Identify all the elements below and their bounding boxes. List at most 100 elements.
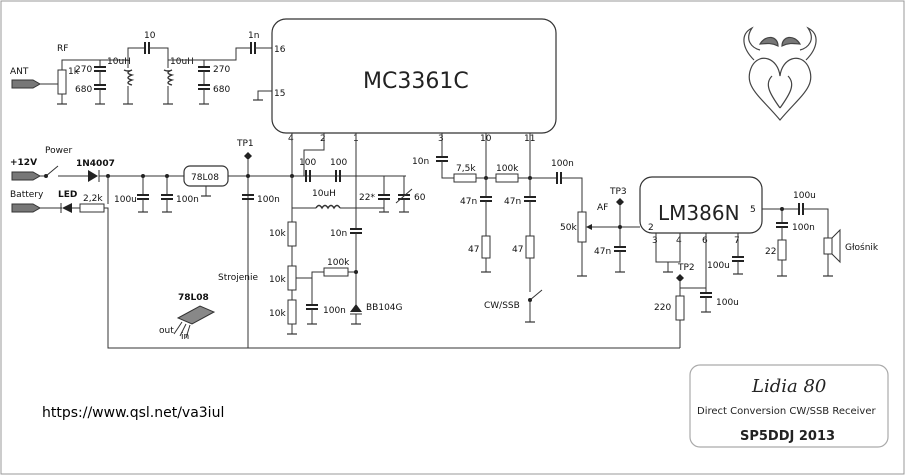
c680a-label: 680 xyxy=(75,85,92,95)
c680b-label: 680 xyxy=(213,85,230,95)
cap-47n-c xyxy=(614,246,626,252)
c10n-b-label: 10n xyxy=(412,157,429,167)
cap-100u-b xyxy=(732,256,744,262)
cap-100u-c xyxy=(700,292,712,298)
c47n-a-label: 47n xyxy=(460,197,477,207)
to92-leads xyxy=(173,321,191,339)
resistor-100k-b xyxy=(495,173,519,183)
trimmer-arrow xyxy=(395,188,413,204)
wire xyxy=(204,47,250,61)
switch-contact xyxy=(528,298,532,302)
r22k-label: 2,2k xyxy=(83,194,103,204)
reg-pin-in: in xyxy=(181,332,189,342)
c100n-b-label: 100n xyxy=(257,195,280,205)
c100u-c-label: 100u xyxy=(716,298,739,308)
junction xyxy=(780,207,784,211)
cap-680b xyxy=(198,84,210,90)
footer-url: https://www.qsl.net/va3iul xyxy=(42,405,224,421)
pin15-wire xyxy=(257,90,272,100)
title-block-name: Lidia 80 xyxy=(751,376,826,397)
switch-contact xyxy=(44,174,48,178)
inductor-10uh-a xyxy=(123,69,135,86)
title-block-author: SP5DDJ 2013 xyxy=(740,429,835,444)
cap-100u-a xyxy=(137,194,149,200)
led-diode xyxy=(62,203,72,213)
pin-4: 4 xyxy=(288,134,294,144)
cap-100n-e xyxy=(776,222,788,228)
wiper-arrow xyxy=(586,224,592,230)
junction xyxy=(618,225,622,229)
cap-100n-c xyxy=(306,304,318,310)
r75k-label: 7,5k xyxy=(456,164,476,174)
resistor-22 xyxy=(777,239,787,261)
resistor-7-5k xyxy=(453,173,477,183)
r47-a-label: 47 xyxy=(468,245,479,255)
amp-pin-5: 5 xyxy=(750,205,756,215)
wire xyxy=(561,177,583,212)
cwssb-switch xyxy=(529,289,543,301)
tp1-marker xyxy=(244,152,252,160)
power-label: Power xyxy=(45,146,73,156)
reg-pkg-label: 78L08 xyxy=(178,293,209,303)
reg-pin-out: out xyxy=(159,326,174,336)
r22-label: 22 xyxy=(765,247,776,257)
amp-pin-7: 7 xyxy=(734,236,740,246)
wire xyxy=(300,271,324,279)
amp-pin-2: 2 xyxy=(648,223,654,233)
tp3-label: TP3 xyxy=(609,187,627,197)
l10b-label: 10uH xyxy=(170,57,194,67)
cwssb-label: CW/SSB xyxy=(484,301,520,311)
tp1-label: TP1 xyxy=(236,139,254,149)
cap-680a xyxy=(94,84,106,90)
tp3-marker xyxy=(616,198,624,206)
rf-pot xyxy=(57,69,67,95)
r220-label: 220 xyxy=(654,303,671,313)
junction xyxy=(246,174,250,178)
resistor-100k-a xyxy=(323,267,349,277)
c270b-label: 270 xyxy=(213,65,230,75)
c100u-b-label: 100u xyxy=(707,261,730,271)
lm386n-label: LM386N xyxy=(658,201,740,225)
amp-pin-4: 4 xyxy=(676,236,682,246)
cap-270b xyxy=(198,66,210,72)
battery-label: Battery xyxy=(10,190,44,200)
r10k-a-label: 10k xyxy=(269,229,286,239)
wire xyxy=(350,313,362,324)
cap-47n-a xyxy=(480,196,492,202)
c100n-a-label: 100n xyxy=(176,195,199,205)
junction xyxy=(165,174,169,178)
c100u-d-label: 100u xyxy=(793,191,816,201)
diode-label: 1N4007 xyxy=(76,159,115,169)
v12-label: +12V xyxy=(10,158,37,168)
c1n-label: 1n xyxy=(248,31,259,41)
c100b-label: 100 xyxy=(330,158,347,168)
r10k-b-label: 10k xyxy=(269,275,286,285)
cap-100u-d xyxy=(798,203,804,215)
cap-100a xyxy=(305,170,311,182)
c10-label: 10 xyxy=(144,31,156,41)
c60-label: 60 xyxy=(414,193,426,203)
c47n-c-label: 47n xyxy=(594,247,611,257)
cap-100n-d xyxy=(556,172,562,184)
cap-10 xyxy=(144,42,150,54)
resistor-220 xyxy=(675,295,685,321)
tp2-marker xyxy=(676,274,684,282)
pin-15: 15 xyxy=(274,89,285,99)
amp-pin-3: 3 xyxy=(652,236,658,246)
pot-10k-b xyxy=(287,265,297,291)
tp2-label: TP2 xyxy=(677,263,695,273)
cap-100b xyxy=(335,170,341,182)
varicap-bb104g xyxy=(350,304,362,312)
resistor-47-a xyxy=(481,235,491,259)
pot-50k-af xyxy=(577,211,587,243)
inductor-10uh-c xyxy=(315,204,341,210)
pin-16: 16 xyxy=(274,45,286,55)
cap-100n-a xyxy=(161,194,173,200)
cap-270a xyxy=(94,66,106,72)
pot-10k-a xyxy=(287,221,297,247)
c100a-label: 100 xyxy=(299,158,316,168)
varicap-label: BB104G xyxy=(366,303,403,313)
resistor-47-b xyxy=(525,235,535,259)
diode-1n4007 xyxy=(88,170,98,182)
